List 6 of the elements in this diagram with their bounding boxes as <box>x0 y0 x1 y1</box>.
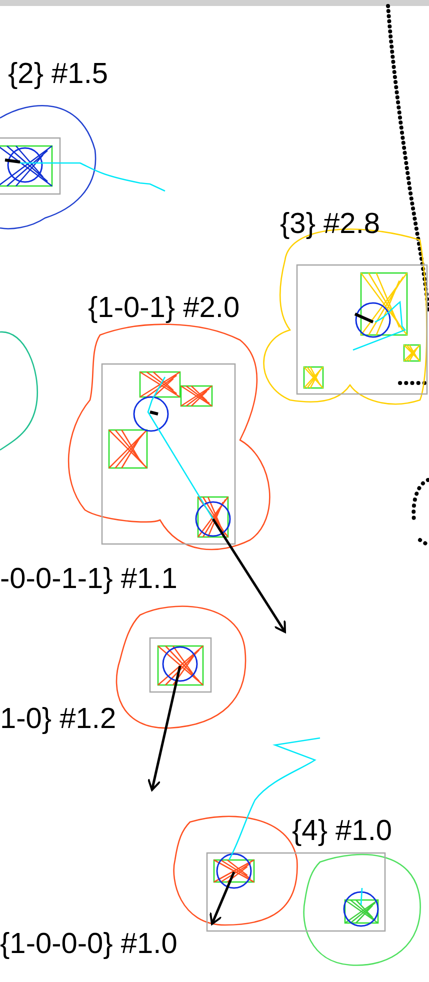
track-label: -0-0-1-1} #1.1 <box>0 563 178 595</box>
track-label: {4} #1.0 <box>292 815 392 847</box>
track-label: {2} #1.5 <box>8 58 108 90</box>
track-label: {1-0-0-0} #1.0 <box>0 928 178 960</box>
track-label: 1-0} #1.2 <box>0 703 116 735</box>
track-label: {1-0-1} #2.0 <box>88 292 240 324</box>
